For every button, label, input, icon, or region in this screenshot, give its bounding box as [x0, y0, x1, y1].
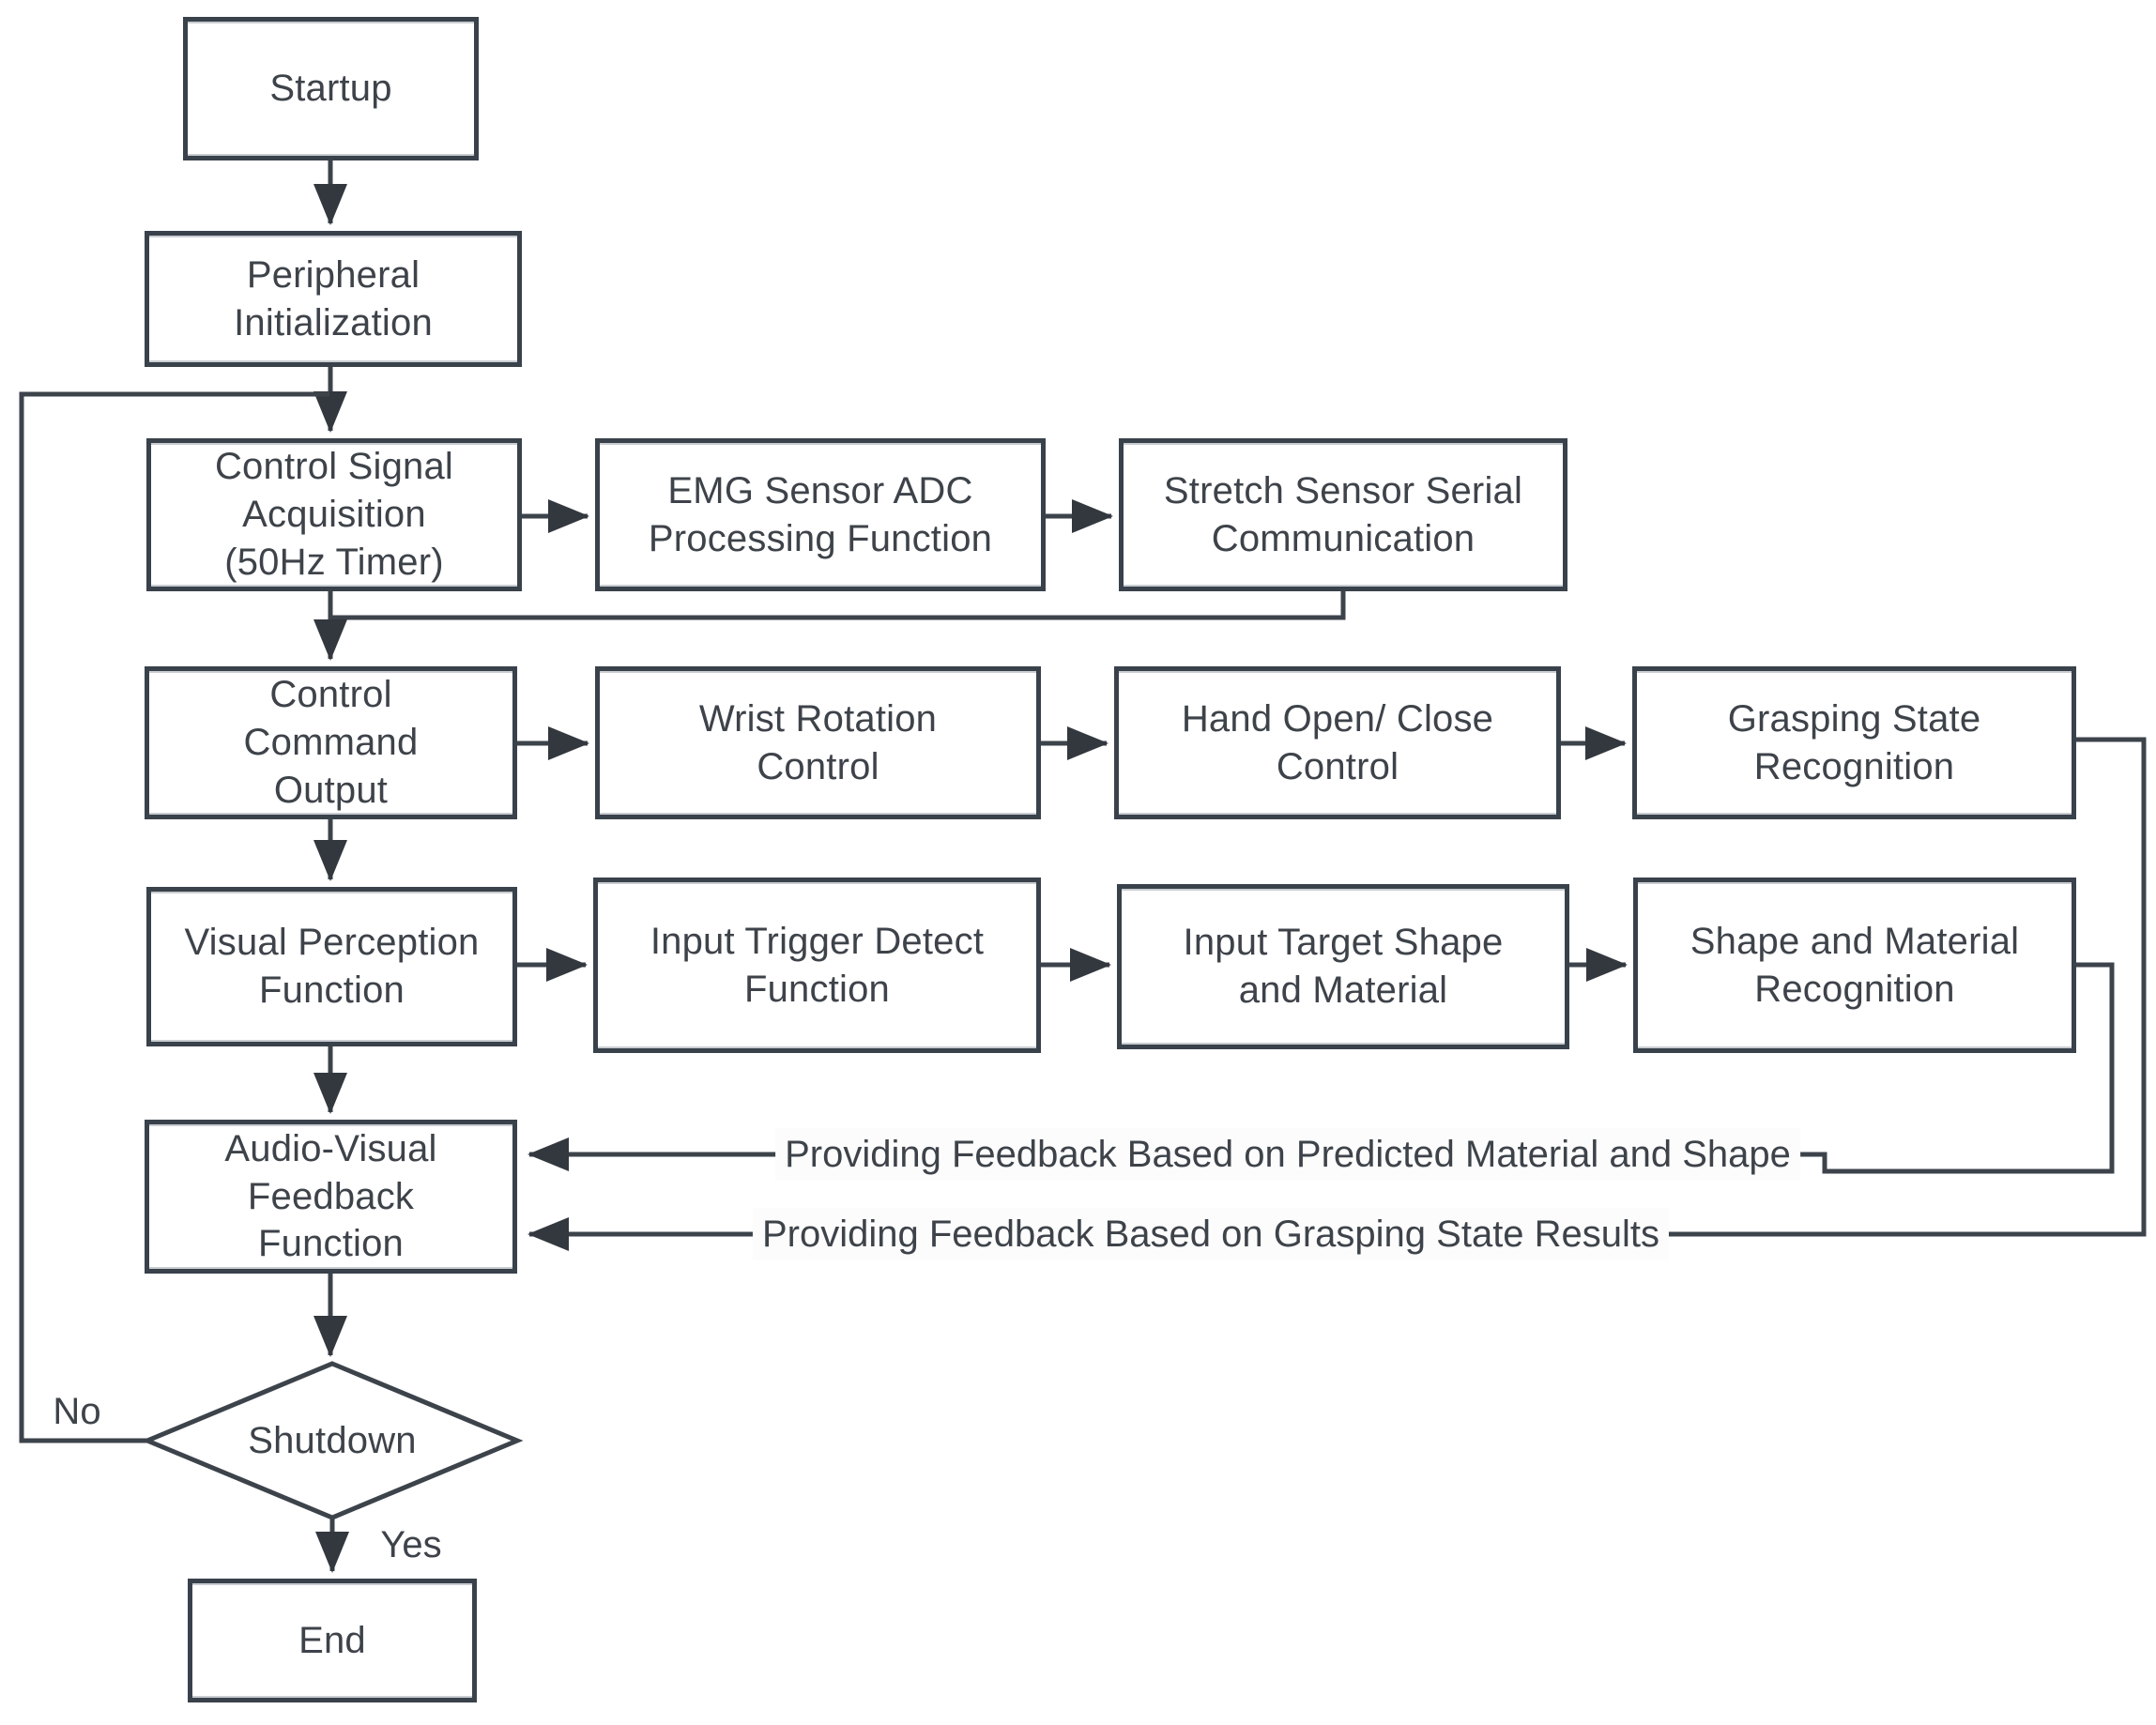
edge-label-feedback-predicted: Providing Feedback Based on Predicted Ma… [775, 1128, 1800, 1181]
edge-label-feedback-grasping: Providing Feedback Based on Grasping Sta… [752, 1208, 1670, 1260]
node-end: End [188, 1579, 477, 1702]
node-startup-label: Startup [269, 68, 392, 110]
node-audio-visual-feedback: Audio-Visual Feedback Function [145, 1120, 517, 1274]
node-control-signal-acquisition: Control Signal Acquisition (50Hz Timer) [146, 438, 522, 591]
node-shape-material-recognition: Shape and Material Recognition [1633, 878, 2076, 1053]
node-input-trigger-detect-label: Input Trigger Detect Function [650, 920, 985, 1010]
node-control-signal-acquisition-label: Control Signal Acquisition (50Hz Timer) [214, 446, 454, 583]
edge-stretch-return [330, 591, 1346, 620]
node-wrist-rotation-control-label: Wrist Rotation Control [698, 697, 938, 787]
edge-label-yes: Yes [380, 1524, 442, 1565]
node-control-command-output-label: Control Command Output [243, 674, 419, 811]
node-grasping-state-recognition-label: Grasping State Recognition [1727, 697, 1981, 787]
edge-label-no: No [53, 1391, 101, 1432]
node-input-target-shape-material-label: Input Target Shape and Material [1183, 922, 1504, 1011]
node-shutdown-label: Shutdown [248, 1419, 417, 1461]
node-hand-open-close-control-label: Hand Open/ Close Control [1181, 697, 1494, 787]
node-audio-visual-feedback-label: Audio-Visual Feedback Function [224, 1127, 437, 1265]
node-hand-open-close-control: Hand Open/ Close Control [1114, 666, 1561, 819]
node-visual-perception-function-label: Visual Perception Function [184, 922, 480, 1011]
node-visual-perception-function: Visual Perception Function [146, 887, 517, 1046]
node-grasping-state-recognition: Grasping State Recognition [1632, 666, 2076, 819]
node-stretch-sensor-serial-label: Stretch Sensor Serial Communication [1163, 469, 1523, 559]
node-end-label: End [298, 1619, 366, 1661]
node-startup: Startup [183, 17, 479, 160]
node-emg-sensor-adc-label: EMG Sensor ADC Processing Function [648, 469, 993, 559]
node-input-trigger-detect: Input Trigger Detect Function [593, 878, 1041, 1053]
edge-no-loop [19, 391, 329, 1443]
node-stretch-sensor-serial: Stretch Sensor Serial Communication [1119, 438, 1567, 591]
node-control-command-output: Control Command Output [145, 666, 517, 819]
node-input-target-shape-material: Input Target Shape and Material [1117, 884, 1569, 1049]
node-peripheral-initialization-label: Peripheral Initialization [234, 253, 433, 343]
node-emg-sensor-adc: EMG Sensor ADC Processing Function [595, 438, 1046, 591]
node-shutdown: Shutdown [147, 1364, 517, 1518]
node-shape-material-recognition-label: Shape and Material Recognition [1690, 920, 2020, 1010]
node-shutdown-shape [141, 1361, 524, 1520]
node-wrist-rotation-control: Wrist Rotation Control [595, 666, 1041, 819]
node-peripheral-initialization: Peripheral Initialization [145, 231, 522, 367]
